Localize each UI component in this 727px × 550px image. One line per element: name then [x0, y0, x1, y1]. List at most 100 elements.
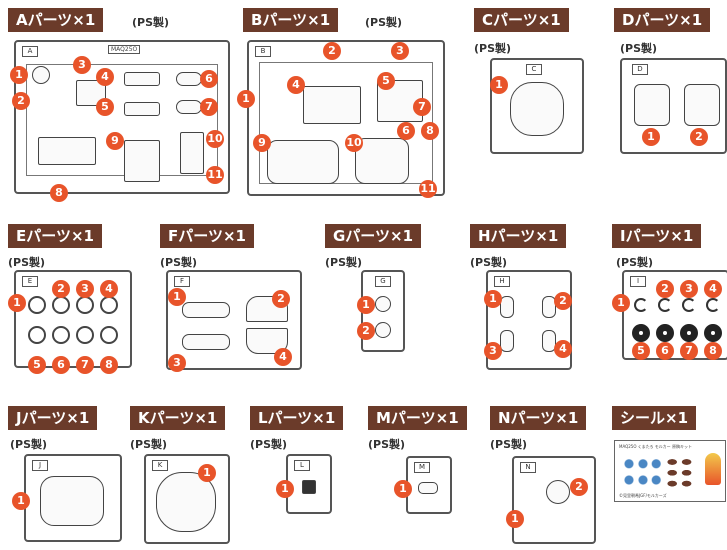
- badge-a-1: 1: [10, 66, 28, 84]
- part-i-4: [706, 298, 720, 312]
- panel-seal: シール×1 MAQ25O くまたろ モルカー 原稿キット ©見里朝希JGF/モル…: [612, 406, 727, 548]
- badge-b-8: 8: [421, 122, 439, 140]
- badge-e-6: 6: [52, 356, 70, 374]
- sprue-tag: C: [526, 64, 542, 75]
- panel-title: Fパーツ×1: [160, 224, 254, 248]
- part-e-7: [76, 326, 94, 344]
- badge-b-3: 3: [391, 42, 409, 60]
- badge-d-2: 2: [690, 128, 708, 146]
- sprue-tag: H: [494, 276, 510, 287]
- badge-h-1: 1: [484, 290, 502, 308]
- part-d-right: [684, 84, 720, 126]
- badge-e-1: 1: [8, 294, 26, 312]
- sprue-tag: J: [32, 460, 48, 471]
- panel-title: Nパーツ×1: [490, 406, 587, 430]
- panel-m: Mパーツ×1 (PS製) M 1: [368, 406, 476, 548]
- part-m-piece: [418, 482, 438, 494]
- badge-h-4: 4: [554, 340, 572, 358]
- sprue-frame: J: [24, 454, 122, 542]
- badge-e-7: 7: [76, 356, 94, 374]
- badge-e-3: 3: [76, 280, 94, 298]
- part-e-8: [100, 326, 118, 344]
- badge-b-7: 7: [413, 98, 431, 116]
- badge-a-7: 7: [200, 98, 218, 116]
- panel-i: Iパーツ×1 (PS製) I 1 2 3 4 5 6 7 8: [612, 224, 727, 374]
- panel-title: Hパーツ×1: [470, 224, 567, 248]
- material-label: (PS製): [130, 438, 168, 451]
- panel-e: Eパーツ×1 (PS製) E 1 2 3 4 5 6 7 8: [8, 224, 138, 374]
- badge-c-1: 1: [490, 76, 508, 94]
- sticker-sheet: MAQ25O くまたろ モルカー 原稿キット ©見里朝希JGF/モルカーズ: [614, 440, 726, 502]
- badge-i-8: 8: [704, 342, 722, 360]
- badge-g-2: 2: [357, 322, 375, 340]
- sprue-frame: B: [247, 40, 445, 196]
- part-e-2: [52, 296, 70, 314]
- badge-b-6: 6: [397, 122, 415, 140]
- part-e-4: [100, 296, 118, 314]
- part-i-7: [680, 324, 698, 342]
- badge-b-5: 5: [377, 72, 395, 90]
- sticker-label: MAQ25O くまたろ モルカー 原稿キット: [619, 444, 692, 449]
- part-h-4: [542, 330, 556, 352]
- sticker-caption: ©見里朝希JGF/モルカーズ: [619, 493, 667, 498]
- sprue-frame: L: [286, 454, 332, 514]
- badge-a-3: 3: [73, 56, 91, 74]
- part-n-wheel: [546, 480, 570, 504]
- badge-l-1: 1: [276, 480, 294, 498]
- badge-a-9: 9: [106, 132, 124, 150]
- badge-n-1: 1: [506, 510, 524, 528]
- sprue-tag: L: [294, 460, 310, 471]
- material-label: (PS製): [365, 16, 403, 29]
- sprue-tag: G: [375, 276, 391, 287]
- part-d-left: [634, 84, 670, 126]
- material-label: (PS製): [132, 16, 170, 29]
- sticker-ovals: [665, 453, 701, 489]
- sprue-tag: E: [22, 276, 38, 287]
- part-i-2: [658, 298, 672, 312]
- part-b-body-2: [355, 138, 409, 184]
- panel-title: Kパーツ×1: [130, 406, 226, 430]
- badge-h-2: 2: [554, 292, 572, 310]
- part-i-6: [656, 324, 674, 342]
- badge-b-10: 10: [345, 134, 363, 152]
- badge-a-2: 2: [12, 92, 30, 110]
- badge-f-1: 1: [168, 288, 186, 306]
- part-e-6: [52, 326, 70, 344]
- material-label: (PS製): [616, 256, 654, 269]
- part-a-arc-1: [176, 72, 202, 86]
- panel-title: Aパーツ×1: [8, 8, 104, 32]
- panel-title: Eパーツ×1: [8, 224, 102, 248]
- part-f-1: [182, 302, 230, 318]
- part-a-arc-2: [176, 100, 202, 114]
- badge-a-11: 11: [206, 166, 224, 184]
- sticker-flames: [705, 453, 721, 485]
- panel-title: Bパーツ×1: [243, 8, 339, 32]
- part-e-3: [76, 296, 94, 314]
- part-g-2: [375, 322, 391, 338]
- part-a-wheel-1: [124, 72, 160, 86]
- sprue-frame: M: [406, 456, 452, 514]
- material-label: (PS製): [368, 438, 406, 451]
- badge-e-4: 4: [100, 280, 118, 298]
- panel-title: シール×1: [612, 406, 697, 430]
- part-a-seat: [124, 140, 160, 182]
- panel-title: Mパーツ×1: [368, 406, 467, 430]
- part-i-1: [634, 298, 648, 312]
- badge-b-1: 1: [237, 90, 255, 108]
- panel-a: Aパーツ×1 (PS製) A MAQ25O 1 2 3 4 5 6 7 8 9 …: [8, 8, 233, 203]
- badge-n-2: 2: [570, 478, 588, 496]
- badge-i-3: 3: [680, 280, 698, 298]
- part-a-teeth: [38, 137, 96, 165]
- badge-b-11: 11: [419, 180, 437, 198]
- material-label: (PS製): [10, 438, 48, 451]
- part-h-1: [500, 296, 514, 318]
- sprue-label: MAQ25O: [108, 45, 141, 54]
- badge-e-8: 8: [100, 356, 118, 374]
- badge-m-1: 1: [394, 480, 412, 498]
- sprue-runner: [26, 64, 218, 176]
- part-f-2: [246, 296, 288, 322]
- panel-d: Dパーツ×1 (PS製) D 1 2: [614, 8, 727, 158]
- badge-e-5: 5: [28, 356, 46, 374]
- panel-title: Lパーツ×1: [250, 406, 344, 430]
- panel-f: Fパーツ×1 (PS製) F 1 2 3 4: [160, 224, 305, 374]
